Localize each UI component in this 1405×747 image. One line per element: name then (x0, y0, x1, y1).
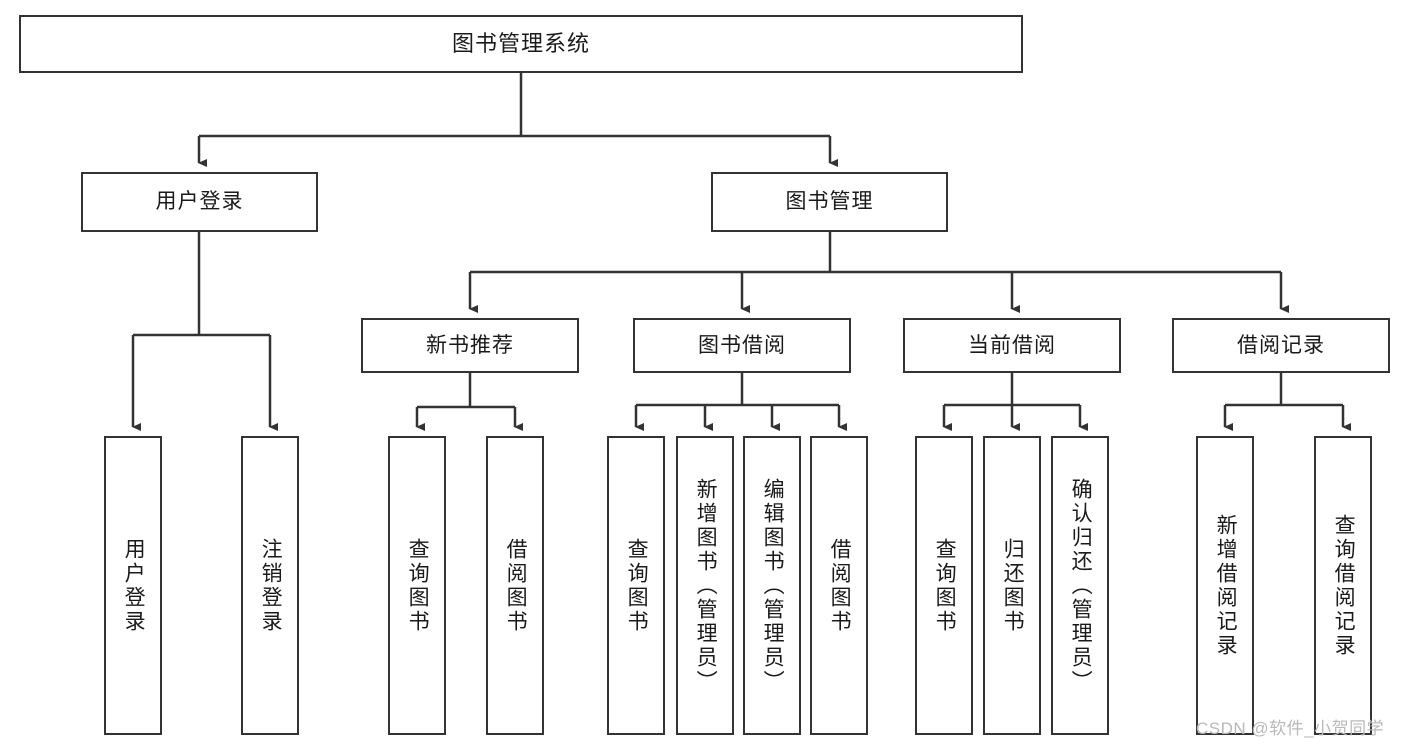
node-rec-add-record[interactable]: 新增借阅记录 (1196, 436, 1254, 735)
node-cur-return-book[interactable]: 归还图书 (983, 436, 1041, 735)
node-book-manage[interactable]: 图书管理 (711, 172, 948, 232)
node-rec-borrow-book[interactable]: 借阅图书 (486, 436, 544, 735)
node-new-book-recommend[interactable]: 新书推荐 (361, 318, 579, 373)
node-root[interactable]: 图书管理系统 (19, 15, 1023, 73)
node-rec-query-book[interactable]: 查询图书 (388, 436, 446, 735)
node-rec-query-record[interactable]: 查询借阅记录 (1314, 436, 1372, 735)
node-borrow-record[interactable]: 借阅记录 (1172, 318, 1390, 373)
node-cur-query-book[interactable]: 查询图书 (915, 436, 973, 735)
csdn-watermark: CSDN @软件_小贺同学 (1196, 719, 1385, 738)
node-borrow-query-book[interactable]: 查询图书 (607, 436, 665, 735)
node-current-borrow[interactable]: 当前借阅 (903, 318, 1121, 373)
node-borrow-add-book[interactable]: 新增图书（管理员） (676, 436, 734, 735)
node-user-login[interactable]: 用户登录 (81, 172, 318, 232)
node-cur-confirm-return[interactable]: 确认归还（管理员） (1051, 436, 1109, 735)
node-borrow-edit-book[interactable]: 编辑图书（管理员） (743, 436, 801, 735)
node-book-borrow[interactable]: 图书借阅 (633, 318, 851, 373)
node-borrow-lend-book[interactable]: 借阅图书 (810, 436, 868, 735)
node-user-logout[interactable]: 注销登录 (241, 436, 299, 735)
node-user-login-do[interactable]: 用户登录 (104, 436, 162, 735)
